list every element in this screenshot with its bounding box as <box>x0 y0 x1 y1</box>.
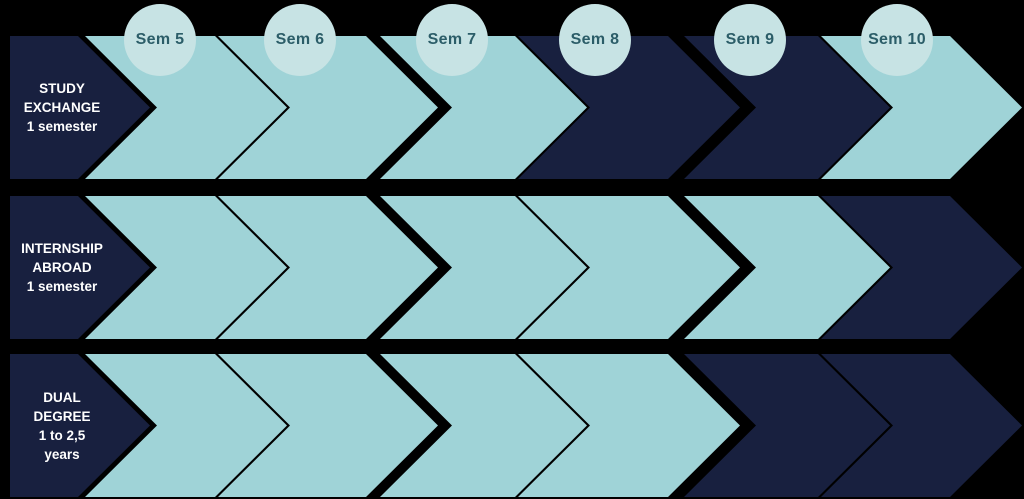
sem-circle-sem-6: Sem 6 <box>264 4 336 76</box>
sem-circle-label: Sem 6 <box>275 31 325 48</box>
sem-circle-label: Sem 5 <box>135 31 185 48</box>
sem-circle-sem-7: Sem 7 <box>416 4 488 76</box>
sem-circle-label: Sem 8 <box>570 31 620 48</box>
row-dual-degree: DUAL DEGREE 1 to 2,5 years <box>0 354 1024 497</box>
sem-circle-sem-10: Sem 10 <box>861 4 933 76</box>
sem-circle-sem-8: Sem 8 <box>559 4 631 76</box>
row-study-exchange: STUDY EXCHANGE 1 semester <box>0 36 1024 179</box>
row-label-text: DUAL DEGREE 1 to 2,5 years <box>33 389 91 462</box>
sem-circle-label: Sem 9 <box>725 31 775 48</box>
sem-circle-sem-5: Sem 5 <box>124 4 196 76</box>
sem-circle-label: Sem 7 <box>427 31 477 48</box>
sem-circle-sem-9: Sem 9 <box>714 4 786 76</box>
row-label-text: INTERNSHIP ABROAD 1 semester <box>21 241 103 294</box>
row-label-text: STUDY EXCHANGE 1 semester <box>23 81 101 134</box>
sem-circle-label: Sem 10 <box>868 31 926 48</box>
row-internship-abroad: INTERNSHIP ABROAD 1 semester <box>0 196 1024 339</box>
